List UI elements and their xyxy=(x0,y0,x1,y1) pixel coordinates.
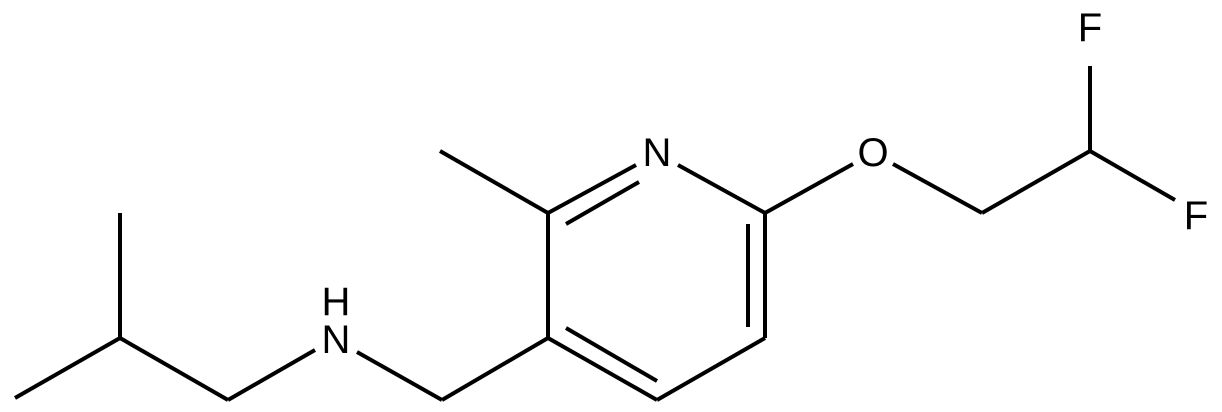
bond-o-ch2 xyxy=(892,162,983,215)
bond-n1-c6 xyxy=(677,163,766,215)
bond-c4-c3-inner xyxy=(564,326,659,383)
bond-chf2-f-right xyxy=(1089,149,1176,202)
bond-c4-c3 xyxy=(547,336,658,402)
atom-label-fluorine-top: F xyxy=(1078,6,1102,50)
bond-c2-methyl xyxy=(439,149,549,215)
bond-ch2-ring xyxy=(440,336,550,402)
bond-c6-o xyxy=(764,162,854,215)
bond-nh-ch2 xyxy=(356,350,443,402)
atom-label-amine-hydrogen: H xyxy=(322,280,351,324)
bond-ch2-nh xyxy=(227,348,316,402)
atom-label-amine-nitrogen: N xyxy=(322,318,351,362)
bond-ch2-chf2 xyxy=(981,149,1091,215)
bond-c2-n1 xyxy=(547,163,637,215)
atom-label-fluorine-right: F xyxy=(1184,194,1208,238)
bond-ch-ch2 xyxy=(119,336,229,402)
atom-label-ether-oxygen: O xyxy=(857,131,888,175)
bond-layer xyxy=(14,66,1176,402)
bond-c5-c4 xyxy=(656,336,766,402)
bond-c2-n1-inner xyxy=(565,180,640,226)
atom-label-ring-nitrogen: N xyxy=(643,131,672,175)
bond-methyl-left xyxy=(14,336,121,400)
atom-label-layer: N O F F H N xyxy=(322,6,1209,362)
